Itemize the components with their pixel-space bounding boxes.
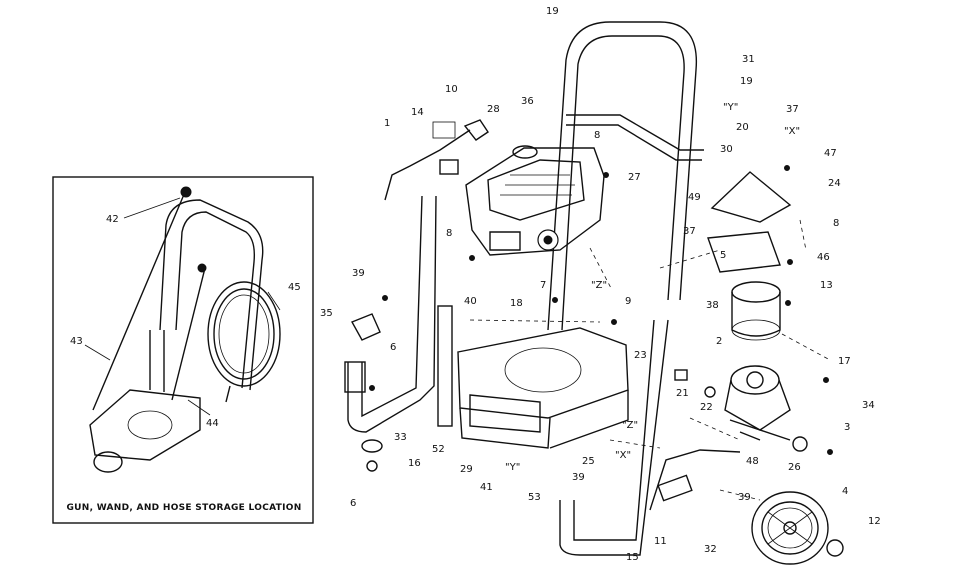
callout-34: 34: [862, 400, 875, 411]
frame-tube-33: [347, 195, 437, 433]
storage-inset: GUN, WAND, AND HOSE STORAGE LOCATION: [52, 176, 314, 524]
callout-z-low: "Z": [622, 420, 638, 431]
decal-10: [432, 121, 456, 139]
inset-gun: [92, 191, 186, 411]
inset-frame: [52, 176, 314, 524]
callout-15: 15: [626, 552, 639, 563]
plate-30: [710, 171, 792, 223]
callout-42: 42: [106, 214, 119, 225]
bracket-24: [707, 231, 781, 273]
callout-8-left: 8: [446, 228, 452, 239]
callout-3: 3: [844, 422, 850, 433]
callout-8-top: 8: [594, 130, 600, 141]
callout-5: 5: [720, 250, 726, 261]
wheel-4: [751, 491, 829, 565]
callout-30: 30: [720, 144, 733, 155]
callout-37-top: 37: [786, 104, 799, 115]
cap-12: [826, 539, 844, 557]
callout-36: 36: [521, 96, 534, 107]
callout-19-right: 19: [740, 76, 753, 87]
inset-wheel: [93, 451, 123, 473]
inset-base-plate: [89, 389, 201, 461]
callout-6-left: 6: [390, 342, 396, 353]
callout-25: 25: [582, 456, 595, 467]
callout-39-left: 39: [352, 268, 365, 279]
handle-crossbar: [566, 114, 704, 151]
callout-17: 17: [838, 356, 851, 367]
callout-8-right: 8: [833, 218, 839, 229]
callout-28: 28: [487, 104, 500, 115]
callout-39-mid: 39: [572, 472, 585, 483]
callout-23: 23: [634, 350, 647, 361]
pump-motor-46: [731, 281, 781, 341]
callout-45: 45: [288, 282, 301, 293]
callout-x-top: "X": [784, 126, 800, 137]
callout-10: 10: [445, 84, 458, 95]
inset-caption: GUN, WAND, AND HOSE STORAGE LOCATION: [66, 503, 301, 513]
frame-tube-52: [437, 305, 453, 427]
callout-x-low: "X": [615, 450, 631, 461]
screw-6: [366, 460, 378, 472]
callout-22: 22: [700, 402, 713, 413]
fitting-22: [704, 386, 716, 398]
callout-39-right: 39: [738, 492, 751, 503]
callout-13: 13: [820, 280, 833, 291]
callout-33: 33: [394, 432, 407, 443]
callout-11: 11: [654, 536, 667, 547]
callout-31: 31: [742, 54, 755, 65]
inset-hose-coil: [207, 281, 281, 387]
callout-44: 44: [206, 418, 219, 429]
callout-41: 41: [480, 482, 493, 493]
callout-20: 20: [736, 122, 749, 133]
callout-4: 4: [842, 486, 848, 497]
callout-35: 35: [320, 308, 333, 319]
inset-handle-frame: [159, 199, 264, 391]
callout-47: 47: [824, 148, 837, 159]
callout-26: 26: [788, 462, 801, 473]
bracket-35: [351, 313, 381, 341]
callout-49: 49: [688, 192, 701, 203]
callout-7: 7: [540, 280, 546, 291]
callout-1: 1: [384, 118, 390, 129]
knob-26: [792, 436, 808, 452]
callout-16: 16: [408, 458, 421, 469]
callout-52: 52: [432, 444, 445, 455]
bumper-16: [361, 439, 383, 453]
callout-z-mid: "Z": [591, 280, 607, 291]
callout-53: 53: [528, 492, 541, 503]
lower-frame: [559, 319, 669, 556]
callout-40: 40: [464, 296, 477, 307]
fitting-21: [674, 369, 688, 381]
callout-19: 19: [546, 6, 559, 17]
engine: [465, 145, 605, 256]
callout-18: 18: [510, 298, 523, 309]
callout-27: 27: [628, 172, 641, 183]
callout-12: 12: [868, 516, 881, 527]
handle-frame: [547, 21, 698, 331]
throttle-cable: [384, 129, 471, 201]
main-assembly: [344, 21, 844, 565]
callout-37-mid: 37: [683, 226, 696, 237]
callout-6-low: 6: [350, 498, 356, 509]
base-opening: [504, 347, 582, 393]
callout-24: 24: [828, 178, 841, 189]
callout-38: 38: [706, 300, 719, 311]
callout-y-low: "Y": [505, 462, 520, 473]
callout-labels: 1 10 14 28 36 19 31 19 "Y" 37 "X" 20 30 …: [70, 6, 881, 563]
callout-43: 43: [70, 336, 83, 347]
pump-34: [724, 365, 791, 441]
callout-2: 2: [716, 336, 722, 347]
callout-14: 14: [411, 107, 424, 118]
callout-9: 9: [625, 296, 631, 307]
callout-29: 29: [460, 464, 473, 475]
base-pan: [457, 327, 629, 419]
callout-48: 48: [746, 456, 759, 467]
callout-21: 21: [676, 388, 689, 399]
callout-32: 32: [704, 544, 717, 555]
inset-wand: [171, 267, 206, 401]
callout-46: 46: [817, 252, 830, 263]
callout-y-top: "Y": [723, 102, 738, 113]
